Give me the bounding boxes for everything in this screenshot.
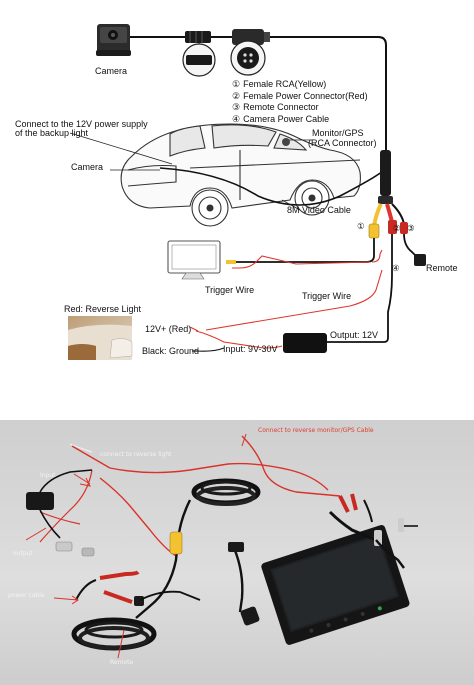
- reverse-light-photo: [68, 316, 133, 360]
- connect-12v-label: Connect to the 12V power supply of the b…: [15, 119, 148, 139]
- reverse-light-label: Red: Reverse Light: [64, 304, 142, 314]
- photo-connect-reverse-light-label: connect to reverse light: [100, 451, 172, 458]
- photo-remote-label: Remote: [110, 659, 134, 666]
- photo-output-label: output: [13, 550, 33, 557]
- socket-closeup: [230, 40, 266, 76]
- car-camera-label: Camera: [71, 162, 104, 172]
- camera-label: Camera: [95, 66, 128, 76]
- plug-closeup: [182, 43, 216, 77]
- harness-branch: [368, 150, 408, 239]
- kit-photo: [0, 420, 474, 685]
- rca-connector-label: (RCA Connector): [308, 138, 377, 148]
- trigger-wire-label-right: Trigger Wire: [302, 291, 352, 301]
- black-ground-label: Black: Ground: [142, 346, 200, 356]
- photo-input-label: Input: [40, 472, 56, 479]
- trigger-wire-label-left: Trigger Wire: [205, 285, 255, 295]
- camera-top-illustration: [96, 24, 131, 56]
- monitor-gps-label: Monitor/GPS: [312, 128, 364, 138]
- monitor-illustration: [167, 240, 221, 280]
- remote-label: Remote: [426, 263, 458, 273]
- car-illustration: [120, 123, 361, 227]
- inline-connector-plug: [185, 31, 211, 43]
- photo-power-cable-label: power cable: [8, 592, 45, 599]
- marker-3: ③: [407, 223, 415, 233]
- marker-2: ②: [393, 223, 401, 233]
- marker-4: ④: [392, 263, 400, 273]
- inline-connector-socket: [232, 29, 270, 45]
- photo-connect-monitor-label: Connect to reverse monitor/GPS Cable: [258, 427, 374, 434]
- output-voltage-label: Output: 12V: [330, 330, 379, 340]
- marker-1: ①: [357, 221, 365, 231]
- video-cable-label: 8M Video Cable: [287, 205, 351, 215]
- input-voltage-label: Input: 9V-30V: [223, 344, 278, 354]
- converter-box: [283, 333, 327, 353]
- plus-12v-label: 12V+ (Red): [145, 324, 192, 334]
